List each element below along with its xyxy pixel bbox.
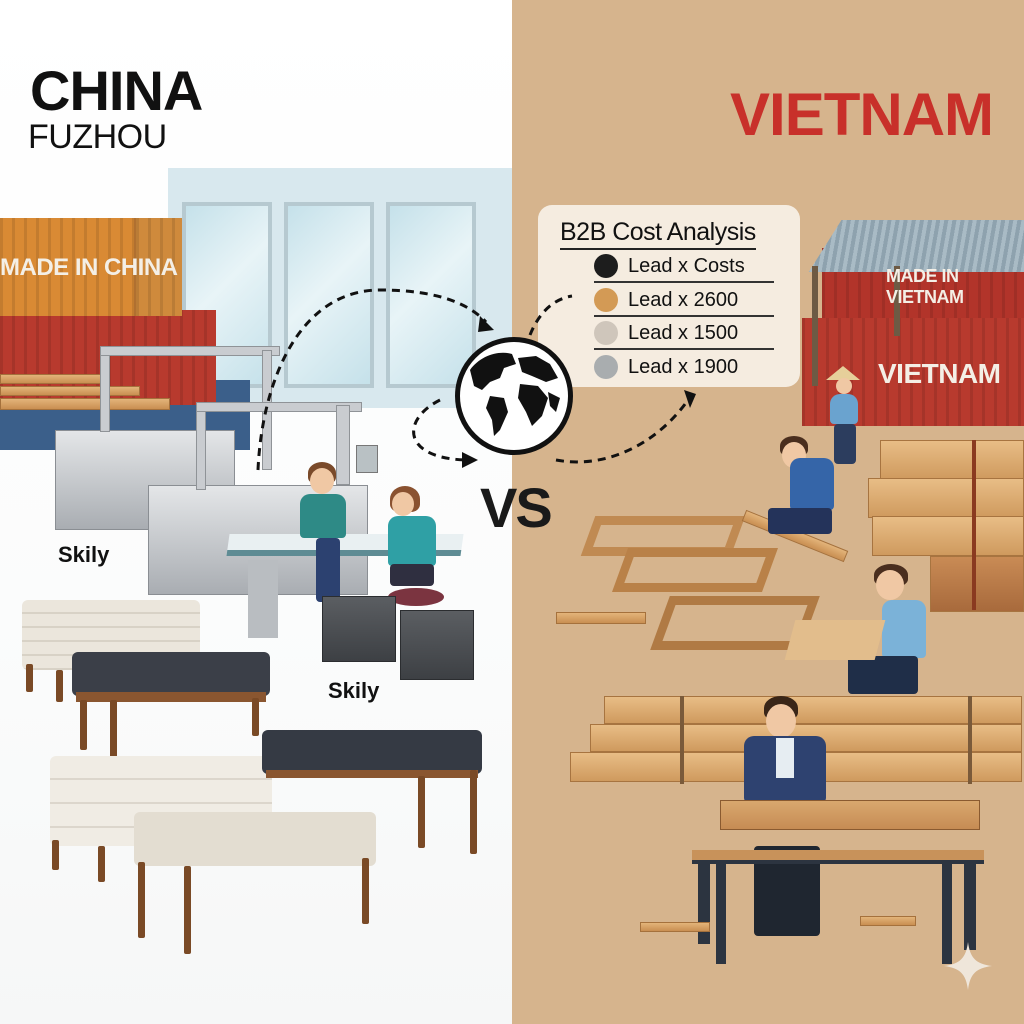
beige-tufted-bench — [134, 812, 376, 866]
cost-row-label: Lead x Costs — [628, 254, 745, 277]
bench-leg — [362, 858, 369, 924]
storage-bin — [400, 610, 474, 680]
lumber-pile — [604, 696, 1022, 724]
legend-dot-icon — [594, 321, 618, 345]
bench-leg — [56, 670, 63, 702]
brand-label: Skily — [328, 678, 380, 703]
shed-roof — [808, 220, 1024, 272]
container-label: MADE IN CHINA — [0, 254, 178, 281]
cost-analysis-card: B2B Cost Analysis Lead x Costs Lead x 26… — [538, 205, 800, 387]
factory-window-wall — [168, 168, 512, 408]
bench-leg — [252, 698, 259, 736]
cost-row: Lead x 2600 — [594, 285, 774, 317]
lumber-stack — [930, 556, 1024, 612]
bench-leg — [184, 866, 191, 954]
roof-post — [812, 266, 818, 386]
legend-dot-icon — [594, 254, 618, 278]
lumber-strap — [968, 696, 972, 784]
window-pane — [386, 202, 476, 388]
brand-label: Skily — [58, 542, 110, 567]
machine-gantry — [196, 402, 362, 412]
vietnam-title: VIETNAM — [730, 81, 994, 148]
vs-label: VS — [480, 476, 553, 539]
bench-frame — [76, 692, 266, 702]
lumber-stack — [880, 440, 1024, 480]
bench-leg — [418, 776, 425, 848]
wood-plank — [0, 386, 140, 396]
machine-gantry — [100, 346, 280, 356]
legend-dot-icon — [594, 288, 618, 312]
cost-row: Lead x Costs — [594, 251, 774, 283]
bench-leg — [138, 862, 145, 938]
container-label: VIETNAM — [878, 358, 1001, 389]
fuzhou-subtitle: FUZHOU — [28, 118, 167, 156]
lumber-stack — [872, 516, 1024, 556]
stool — [388, 588, 444, 606]
table-leg — [248, 560, 278, 638]
bench-leg — [942, 864, 952, 964]
bench-leg — [470, 770, 477, 854]
bench-leg — [98, 846, 105, 882]
china-panel: MADE IN CHINA Skily Skily — [0, 0, 512, 1024]
container-doors — [134, 218, 182, 316]
storage-bin — [322, 596, 396, 662]
cost-row: Lead x 1500 — [594, 318, 774, 350]
cost-row-label: Lead x 1500 — [628, 321, 739, 344]
machine-gantry — [336, 405, 350, 485]
wooden-table — [720, 800, 980, 830]
bench-leg — [80, 700, 87, 750]
wooden-bench — [692, 850, 984, 864]
card-title: B2B Cost Analysis — [560, 218, 756, 250]
bench-frame — [266, 770, 478, 778]
navy-tufted-bench — [72, 652, 270, 696]
wood-plank — [556, 612, 646, 624]
container-label: MADE IN VIETNAM — [886, 266, 964, 307]
wood-scrap — [640, 922, 710, 932]
bench-leg — [964, 864, 976, 950]
china-title: CHINA — [30, 59, 203, 122]
wood-scrap — [860, 916, 916, 926]
cost-row: Lead x 1900 — [594, 351, 774, 383]
sparkle-icon — [944, 942, 992, 990]
cost-row-label: Lead x 2600 — [628, 288, 739, 311]
lumber-strap — [680, 696, 684, 784]
roof-post — [894, 266, 900, 336]
globe-icon — [455, 337, 573, 455]
bench-leg — [26, 664, 33, 692]
cost-row-label: Lead x 1900 — [628, 355, 739, 378]
window-pane — [284, 202, 374, 388]
control-panel — [356, 445, 378, 473]
lumber-strap — [972, 440, 976, 610]
legend-dot-icon — [594, 355, 618, 379]
bench-leg — [52, 840, 59, 870]
wood-plank — [0, 398, 170, 410]
navy-tufted-bench — [262, 730, 482, 774]
bench-leg — [716, 864, 726, 964]
bench-leg — [110, 700, 117, 760]
